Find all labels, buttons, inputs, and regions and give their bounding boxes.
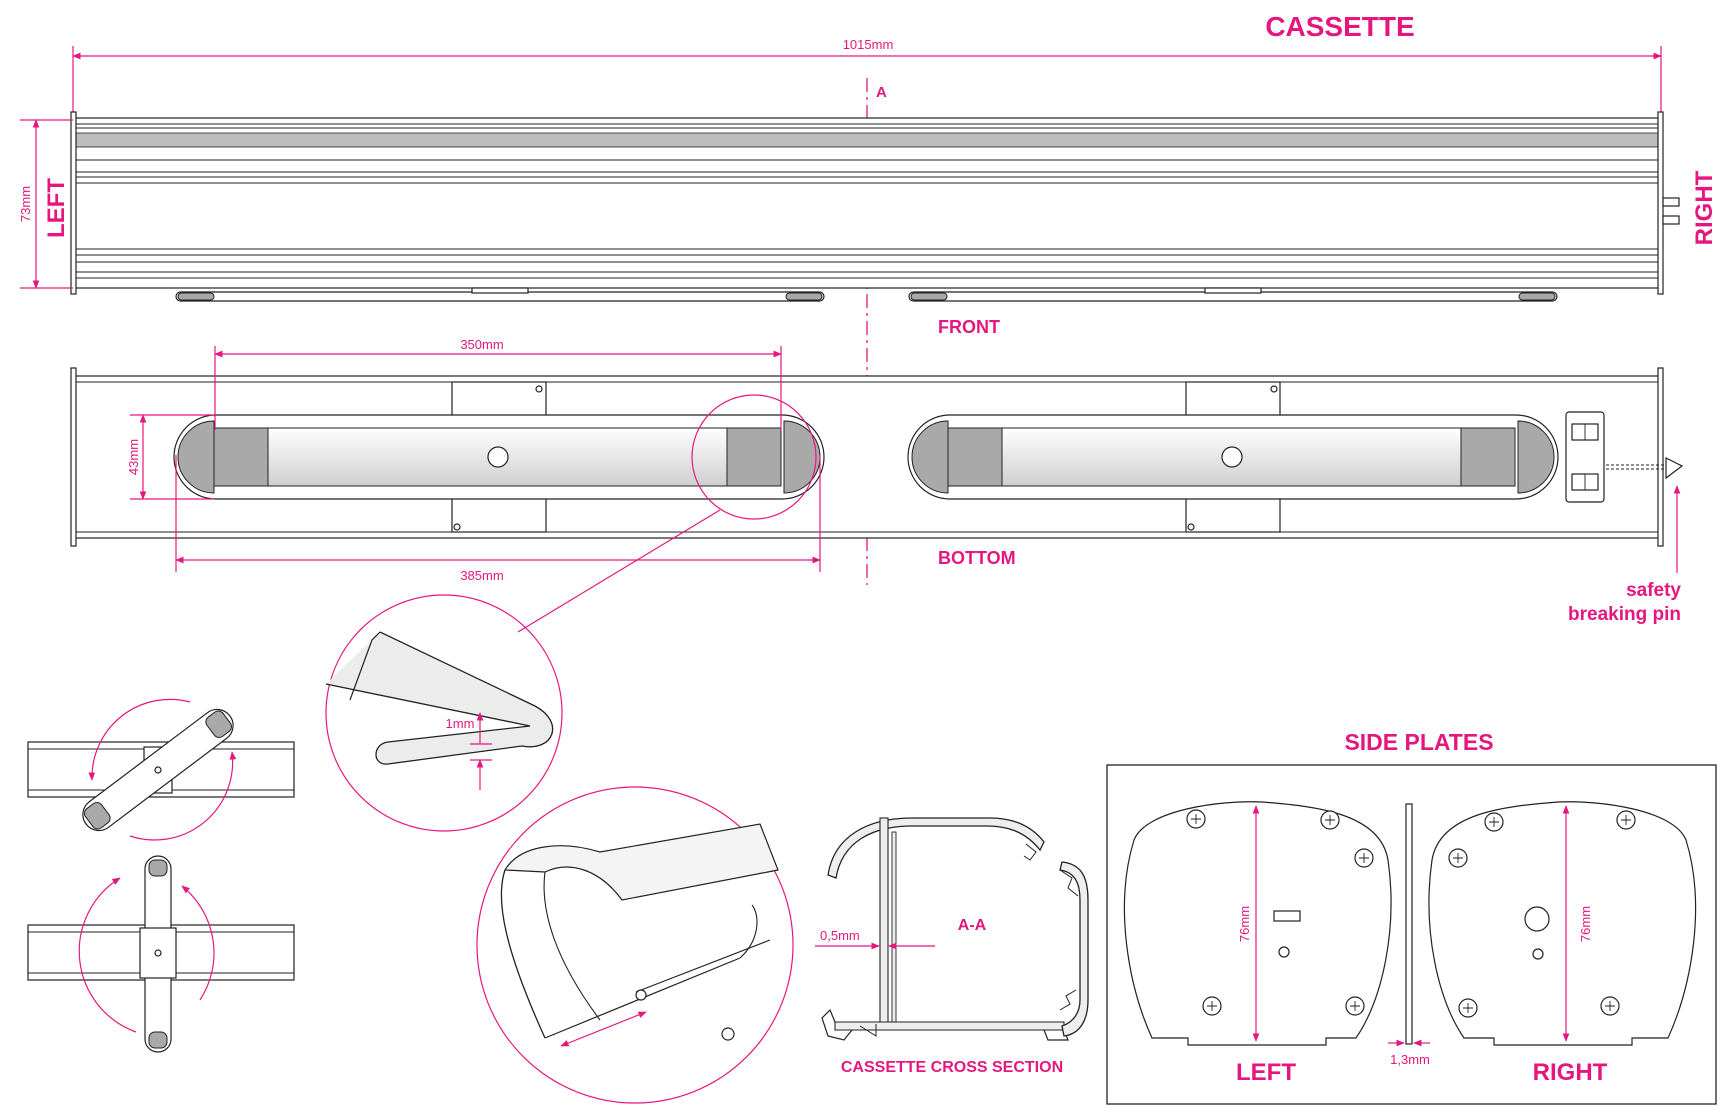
side-plates-frame (1106, 764, 1717, 1105)
safety-pin-callout: safety breaking pin (1568, 485, 1681, 625)
bottom-view (70, 367, 1684, 547)
cassette-cross-section: 0,5mm A-A CASSETTE CROSS SECTION (815, 817, 1089, 1076)
profile-3d-detail (476, 786, 794, 1104)
safety-pin-label-2: breaking pin (1568, 604, 1681, 625)
cassette-title: CASSETTE (1265, 11, 1414, 42)
bottom-label: BOTTOM (938, 548, 1016, 568)
foot-width-label: 43mm (126, 439, 141, 475)
wall-thickness-label: 1mm (446, 716, 475, 731)
plate-thickness: 1,3mm (1388, 803, 1430, 1067)
plate-right-label: RIGHT (1533, 1059, 1608, 1086)
height-label: 73mm (18, 186, 33, 222)
rotation-view-bottom (27, 855, 295, 1053)
right-side-label: RIGHT (1691, 170, 1718, 245)
plate-thickness-label: 1,3mm (1390, 1052, 1430, 1067)
plate-left-height-label: 76mm (1237, 906, 1252, 942)
section-mark: A (876, 84, 887, 101)
foot-inner-dimension: 350mm (214, 337, 782, 430)
foot-width-dimension: 43mm (126, 414, 214, 500)
foot-outer-label: 385mm (460, 568, 503, 583)
rotation-view-top (27, 698, 295, 841)
foot-inner-label: 350mm (460, 337, 503, 352)
length-label: 1015mm (843, 37, 894, 52)
side-plate-right: 76mm RIGHT (1428, 801, 1697, 1086)
plate-right-height-label: 76mm (1578, 906, 1593, 942)
plate-left-label: LEFT (1236, 1059, 1296, 1086)
detail-callout: 1mm (325, 394, 817, 832)
side-plates-title: SIDE PLATES (1344, 729, 1493, 755)
safety-pin-label-1: safety (1626, 580, 1681, 601)
front-view (70, 111, 1680, 302)
front-label: FRONT (938, 317, 1000, 337)
section-aa-label: A-A (958, 917, 987, 934)
height-dimension: 73mm (18, 119, 73, 289)
foot-outer-dimension: 385mm (175, 455, 821, 583)
side-plate-left: 76mm LEFT (1123, 801, 1392, 1086)
length-dimension: 1015mm (72, 37, 1662, 115)
left-side-label: LEFT (43, 178, 70, 238)
cross-section-title: CASSETTE CROSS SECTION (841, 1059, 1063, 1076)
profile-wall-label: 0,5mm (820, 928, 860, 943)
